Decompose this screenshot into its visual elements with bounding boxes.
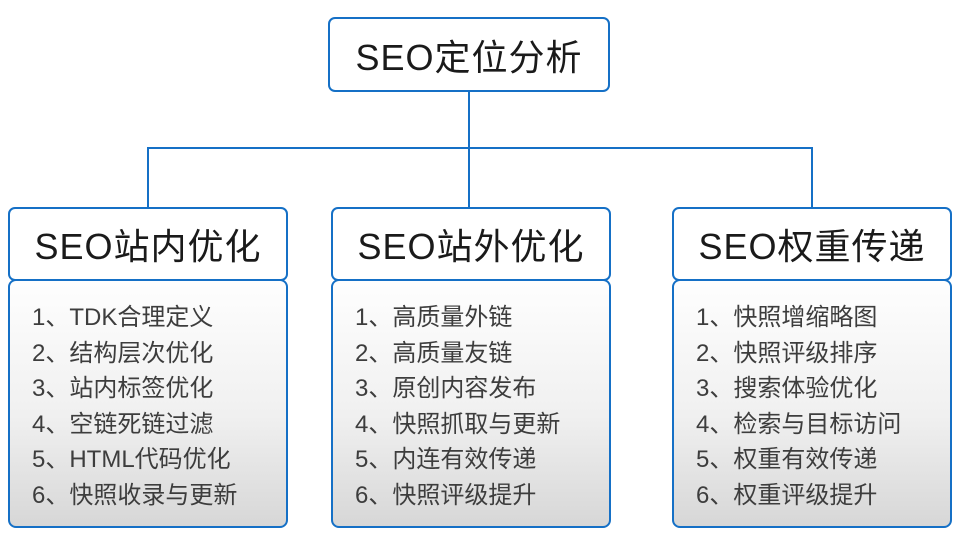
list-item: 6、快照评级提升 <box>355 481 537 509</box>
list-item: 1、TDK合理定义 <box>32 304 214 331</box>
list-item: 1、高质量外链 <box>355 304 513 331</box>
list-item: 3、搜索体验优化 <box>696 375 878 402</box>
list-item: 6、快照收录与更新 <box>32 481 238 509</box>
list-item: 2、快照评级排序 <box>696 339 878 367</box>
list-item: 3、原创内容发布 <box>355 375 537 402</box>
root-node-title: SEO定位分析 <box>355 36 583 78</box>
branch-item-list: 1、TDK合理定义 2、结构层次优化 3、站内标签优化 4、空链死链过滤 5、H… <box>8 279 288 528</box>
connector-middle-vertical <box>468 148 470 208</box>
list-item: 2、高质量友链 <box>355 339 513 367</box>
branch-header: SEO站内优化 <box>8 207 288 281</box>
branch-onsite-optimization: SEO站内优化 1、TDK合理定义 2、结构层次优化 3、站内标签优化 4、空链… <box>8 207 288 528</box>
root-node: SEO定位分析 <box>328 17 610 92</box>
connector-horizontal <box>147 147 813 149</box>
list-item: 6、权重评级提升 <box>696 481 878 509</box>
branch-weight-transfer: SEO权重传递 1、快照增缩略图 2、快照评级排序 3、搜索体验优化 4、检索与… <box>672 207 952 528</box>
branch-item-list: 1、快照增缩略图 2、快照评级排序 3、搜索体验优化 4、检索与目标访问 5、权… <box>672 279 952 528</box>
branch-offsite-optimization: SEO站外优化 1、高质量外链 2、高质量友链 3、原创内容发布 4、快照抓取与… <box>331 207 611 528</box>
list-item: 5、HTML代码优化 <box>32 446 231 473</box>
list-item: 5、权重有效传递 <box>696 446 878 473</box>
list-item: 4、空链死链过滤 <box>32 410 214 438</box>
branch-header-title: SEO站外优化 <box>357 226 585 267</box>
branch-item-list: 1、高质量外链 2、高质量友链 3、原创内容发布 4、快照抓取与更新 5、内连有… <box>331 279 611 528</box>
connector-root-vertical <box>468 92 470 148</box>
list-item: 1、快照增缩略图 <box>696 304 878 331</box>
branch-header: SEO权重传递 <box>672 207 952 281</box>
branch-header-title: SEO权重传递 <box>698 226 926 267</box>
list-item: 2、结构层次优化 <box>32 339 214 367</box>
connector-right-vertical <box>811 148 813 208</box>
list-item: 4、快照抓取与更新 <box>355 410 561 438</box>
connector-left-vertical <box>147 148 149 208</box>
branch-header-title: SEO站内优化 <box>34 226 262 267</box>
list-item: 5、内连有效传递 <box>355 446 537 473</box>
branch-header: SEO站外优化 <box>331 207 611 281</box>
list-item: 3、站内标签优化 <box>32 375 214 402</box>
list-item: 4、检索与目标访问 <box>696 410 902 438</box>
